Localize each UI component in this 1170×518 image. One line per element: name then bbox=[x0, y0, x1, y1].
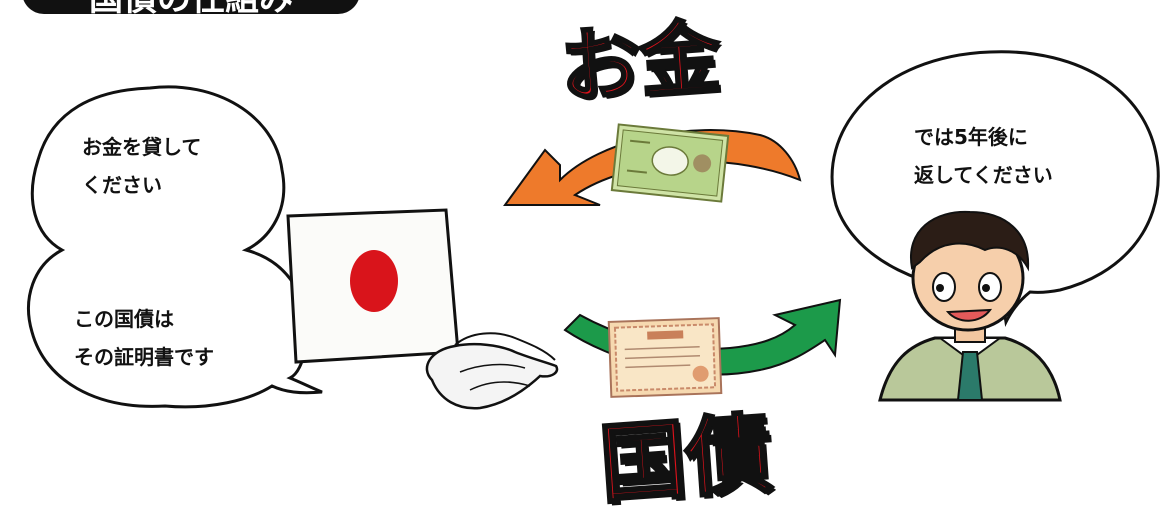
left-top-line-1: お金を貸して bbox=[82, 135, 202, 159]
money-label: お金 bbox=[555, 9, 724, 116]
title-tab: 国債の仕組み bbox=[22, 0, 360, 14]
left-top-line-2: ください bbox=[82, 173, 162, 197]
left-top-bubble-text: お金を貸して ください bbox=[82, 128, 201, 204]
left-bottom-line-1: この国債は bbox=[74, 307, 174, 331]
glove-hands-icon bbox=[425, 332, 559, 410]
right-bubble-text: では5年後に 返してください bbox=[914, 118, 1053, 194]
left-speech-bubble bbox=[27, 85, 323, 409]
right-line-1: では5年後に bbox=[914, 125, 1028, 149]
bond-certificate-icon bbox=[607, 317, 723, 398]
businessman-icon bbox=[878, 210, 1062, 402]
banknote-icon bbox=[610, 123, 730, 203]
right-line-2: 返してください bbox=[914, 163, 1053, 187]
title-text: 国債の仕組み bbox=[89, 0, 293, 14]
bond-label: 国債 bbox=[595, 403, 777, 518]
left-bottom-line-2: その証明書です bbox=[74, 345, 214, 369]
flag-japan-icon bbox=[286, 208, 460, 364]
left-bottom-bubble-text: この国債は その証明書です bbox=[74, 300, 214, 376]
